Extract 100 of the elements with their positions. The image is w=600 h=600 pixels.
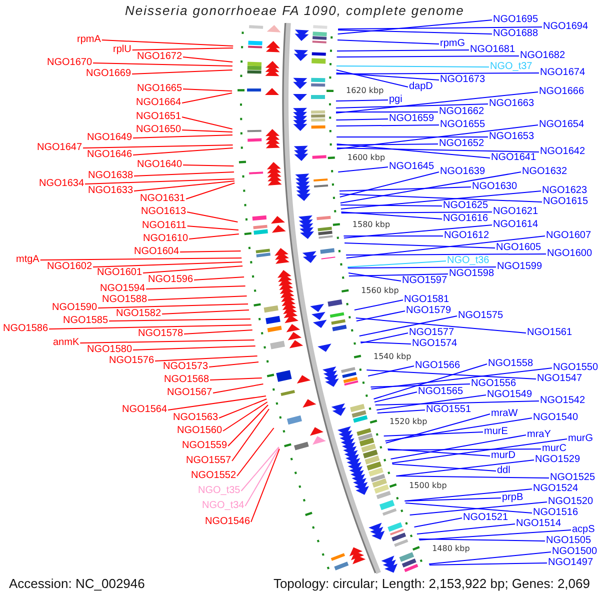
gene-label: NGO1547 [537,374,582,384]
gene-label: NGO1599 [497,262,542,272]
gene-label: NGO1525 [550,473,596,483]
leader-line [101,40,234,46]
gene-label: NGO1663 [489,99,534,109]
leader-line [182,56,234,62]
leader-line [184,330,253,334]
leader-line [162,310,250,314]
gene-label: NGO1596 [148,275,194,285]
gene-label: NGO1500 [552,547,598,557]
gene-label: NGO1588 [102,295,148,305]
leader-line [338,166,388,172]
leader-line [132,148,234,156]
leader-line [355,318,526,334]
leader-line [337,20,492,34]
position-label: 1560 kbp [361,286,399,296]
leader-line [182,164,234,166]
position-label: 1600 kbp [347,153,386,162]
leader-line [92,62,233,66]
gene-label: dapD [409,82,433,92]
gene-label: NGO1514 [516,519,562,529]
leader-line [338,26,542,30]
gene-label: NGO1574 [412,339,458,349]
gene-label: NGO1550 [553,363,598,373]
leader-line [182,92,233,104]
leader-line [336,148,540,152]
leader-line [374,392,418,402]
gene-label: NGO1655 [440,120,486,130]
gene-label: NGO1640 [137,160,182,170]
gene-label: rpmG [440,39,465,49]
leader-line [340,204,442,206]
leader-line [383,432,484,436]
gene-label: NGO1639 [440,167,486,177]
gene-label: NGO1524 [533,484,578,494]
leader-line [188,234,240,240]
leader-line [336,124,440,126]
gene-label: NGO1546 [205,517,250,527]
gene-label: NGO1540 [533,413,578,423]
gene-label: murG [568,434,593,444]
gene-label: ddl [497,466,510,476]
leader-line [356,310,406,322]
leader-line [134,180,235,192]
gene-label: NGO1600 [547,249,592,259]
gene-label: NGO1580 [87,345,132,355]
leader-line [374,400,540,406]
leader-line [218,398,268,418]
gene-label: NGO1653 [489,132,534,142]
leader-line [414,518,462,528]
gene-label: NGO1633 [88,186,134,196]
gene-label: NGO1581 [404,295,450,305]
gene-label: NGO1563 [173,413,218,423]
leader-line [347,260,446,268]
gene-label: NGO1642 [540,147,586,157]
gene-label: NGO_t34 [202,501,244,511]
leader-line [98,304,248,308]
gene-label: NGO1662 [439,107,484,117]
leader-line [416,524,516,534]
gene-label: NGO1578 [138,329,184,339]
gene-label: rpmA [77,35,101,45]
gene-label: NGO_t35 [198,486,240,496]
gene-label: NGO1598 [449,269,494,279]
gene-label: NGO1560 [177,426,222,436]
leader-line [336,144,490,158]
gene-label: NGO1654 [539,120,584,130]
gene-label: NGO1573 [163,362,208,372]
gene-label: NGO1615 [543,197,588,207]
leader-line [370,384,470,388]
leader-line [182,116,233,130]
gene-label: NGO1621 [493,207,538,217]
gene-label: NGO1688 [493,29,538,39]
leader-line [336,50,470,52]
leader-line [392,438,568,464]
gene-label: NGO1650 [136,125,182,135]
leader-line [250,448,280,522]
gene-label: NGO1613 [141,207,186,217]
leader-line [339,194,542,202]
position-label: 1500 kbp [409,481,447,490]
leader-line [360,332,408,344]
gene-label: NGO1681 [470,45,516,55]
leader-line [168,396,266,410]
gene-label: NGO1672 [137,52,182,62]
gene-label: NGO1682 [520,51,566,61]
gene-label: NGO1616 [443,214,488,224]
gene-label: NGO1586 [3,324,48,334]
gene-label: NGO1674 [540,68,586,78]
position-label: 1520 kbp [390,417,428,426]
leader-line [396,460,534,476]
gene-label: NGO1630 [472,182,518,192]
gene-label: murD [491,451,516,461]
leader-line [428,552,552,564]
leader-line [348,272,402,282]
gene-label: NGO1634 [39,179,84,189]
gene-label: NGO1647 [37,143,82,153]
leader-line [154,356,258,362]
gene-label: NGO1566 [415,361,460,371]
gene-label: NGO1631 [140,194,186,204]
gene-label: mraY [527,430,551,440]
gene-label: NGO1585 [63,316,108,326]
gene-label: NGO1623 [542,186,588,196]
leader-line [418,530,572,540]
